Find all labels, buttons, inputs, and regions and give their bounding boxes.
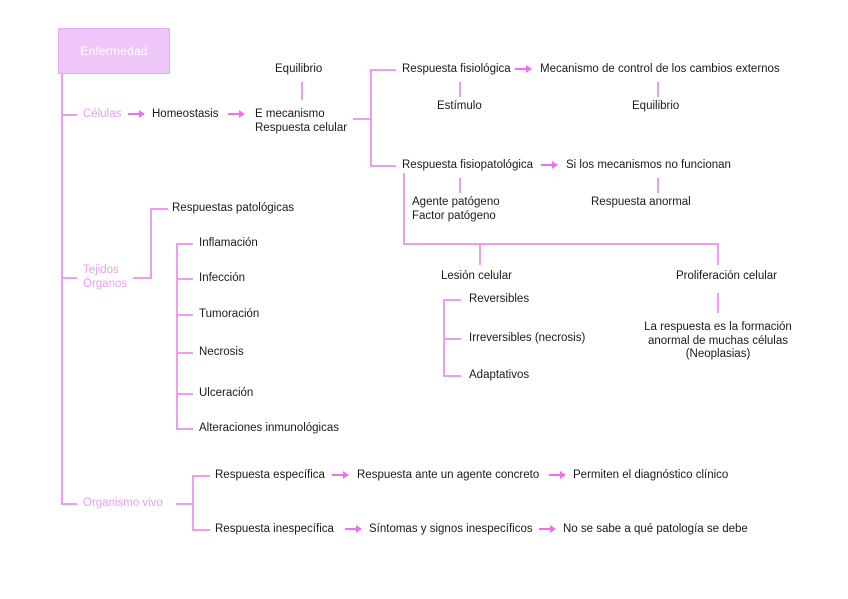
- level-label-organismo: Organismo vivo: [83, 497, 163, 509]
- bracket-patologicas-stub-1: [176, 278, 193, 280]
- main-spine-line: [61, 74, 63, 504]
- node-homeostasis: Homeostasis: [152, 108, 219, 120]
- node-respuesta-agente-concreto: Respuesta ante un agente concreto: [357, 469, 540, 481]
- root-node-enfermedad: Enfermedad: [58, 28, 170, 74]
- connector-equilibrio-mecanismo: [301, 82, 303, 100]
- bracket-organismo-top-stub: [192, 475, 210, 477]
- node-estimulo: Estímulo: [437, 100, 482, 112]
- node-respuesta-fisiopatologica: Respuesta fisiopatológica: [402, 159, 534, 171]
- bracket-organismo-bottom-stub: [192, 529, 210, 531]
- arrow-especifica-1: [332, 471, 349, 479]
- bracket-lesion-stub-1: [443, 338, 461, 340]
- root-node-label: Enfermedad: [80, 44, 148, 58]
- bracket-organismo-vertical: [192, 475, 194, 531]
- node-patologica-item-4: Ulceración: [199, 387, 254, 399]
- node-diagnostico-clinico: Permiten el diagnóstico clínico: [573, 469, 729, 481]
- arrow-fisiopatologica-mecanismos: [541, 161, 558, 169]
- node-patologica-item-5: Alteraciones inmunológicas: [199, 422, 339, 434]
- arrow-inespecifica-2: [539, 525, 556, 533]
- connector-control-equilibrio: [657, 82, 659, 97]
- node-equilibrio-right: Equilibrio: [632, 100, 680, 112]
- connector-lesion-down: [479, 243, 481, 265]
- node-lesion-item-0: Reversibles: [469, 293, 530, 305]
- bracket-patologicas-stub-3: [176, 352, 193, 354]
- bracket-tejidos-bottom-stub: [133, 277, 152, 279]
- connector-fisiologica-estimulo: [459, 82, 461, 97]
- node-patologica-item-2: Tumoración: [199, 308, 260, 320]
- arrow-homeostasis-mecanismo: [228, 110, 245, 118]
- connector-proliferacion-descripcion: [717, 293, 719, 313]
- node-agente-factor-patogeno: Agente patógeno Factor patógeno: [412, 196, 500, 222]
- node-patologica-item-3: Necrosis: [199, 346, 244, 358]
- arrow-especifica-2: [549, 471, 566, 479]
- node-proliferacion-celular: Proliferación celular: [676, 270, 777, 282]
- node-lesion-celular: Lesión celular: [441, 270, 512, 282]
- bracket-tejidos-vertical: [150, 208, 152, 279]
- node-respuesta-inespecifica: Respuesta inespecífica: [215, 523, 334, 535]
- node-patologica-item-0: Inflamación: [199, 237, 258, 249]
- node-no-se-sabe-patologia: No se sabe a qué patología se debe: [563, 523, 748, 535]
- bracket-lesion-stub-0: [443, 299, 461, 301]
- node-mecanismo-control: Mecanismo de control de los cambios exte…: [540, 63, 780, 75]
- level-label-celulas: Células: [83, 108, 122, 120]
- arrow-inespecifica-1: [345, 525, 362, 533]
- connector-mecanismos-respuesta-anormal: [657, 178, 659, 193]
- node-respuesta-anormal: Respuesta anormal: [591, 196, 691, 208]
- stub-mecanismo-bracket: [353, 118, 371, 120]
- node-respuesta-fisiologica: Respuesta fisiológica: [402, 63, 511, 75]
- connector-fisiopatologica-down: [403, 173, 405, 245]
- node-si-mecanismos-no-funcionan: Si los mecanismos no funcionan: [566, 159, 731, 171]
- stub-organismo: [61, 503, 77, 505]
- node-lesion-item-1: Irreversibles (necrosis): [469, 332, 586, 344]
- node-patologica-item-1: Infección: [199, 272, 246, 284]
- bracket-patologicas-vertical: [176, 243, 178, 429]
- node-sintomas-signos: Síntomas y signos inespecíficos: [369, 523, 533, 535]
- bracket-respuesta-top-stub: [370, 69, 396, 71]
- stub-celulas: [61, 114, 77, 116]
- bracket-patologicas-stub-4: [176, 393, 193, 395]
- arrow-fisiologica-mecanismo-control: [515, 65, 532, 73]
- bracket-respuesta-bottom-stub: [370, 165, 396, 167]
- bracket-patologicas-stub-5: [176, 428, 193, 430]
- stub-organismo-bracket: [176, 503, 194, 505]
- node-respuestas-patologicas: Respuestas patológicas: [172, 202, 295, 214]
- node-equilibrio-top: Equilibrio: [275, 63, 323, 75]
- stub-tejidos: [61, 277, 77, 279]
- connector-cellular-horizontal: [403, 243, 719, 245]
- level-label-tejidos: Tejidos Órganos: [83, 264, 128, 290]
- node-mecanismo-respuesta-celular: E mecanismo Respuesta celular: [255, 108, 348, 134]
- connector-fisiopatologica-agente: [459, 178, 461, 193]
- node-respuesta-especifica: Respuesta específica: [215, 469, 325, 481]
- connector-proliferacion-down: [717, 243, 719, 265]
- arrow-celulas-homeostasis: [128, 110, 145, 118]
- bracket-respuesta-vertical: [370, 69, 372, 167]
- bracket-lesion-stub-2: [443, 375, 461, 377]
- bracket-patologicas-stub-0: [176, 243, 193, 245]
- node-lesion-item-2: Adaptativos: [469, 369, 530, 381]
- node-proliferacion-descripcion: La respuesta es la formación anormal de …: [644, 321, 792, 360]
- bracket-patologicas-stub-2: [176, 314, 193, 316]
- bracket-tejidos-top-stub: [150, 208, 168, 210]
